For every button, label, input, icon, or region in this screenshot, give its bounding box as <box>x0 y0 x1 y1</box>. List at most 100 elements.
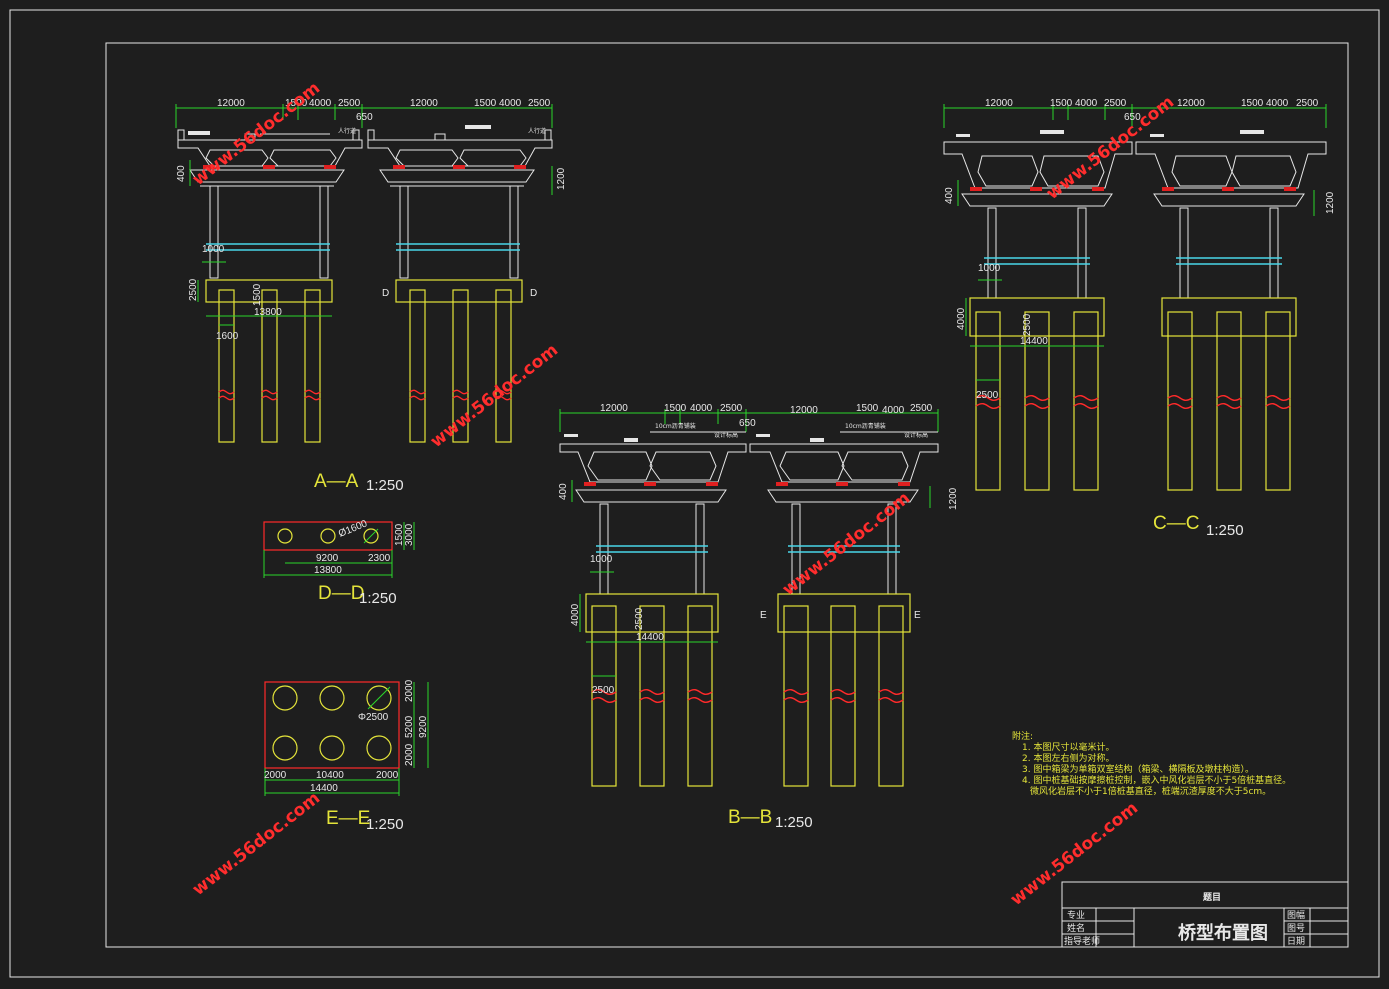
bb-dim-2500-r: 2500 <box>910 403 933 414</box>
cc-dim-400: 400 <box>944 187 955 204</box>
cc-dim-650: 650 <box>1124 112 1141 123</box>
dd-scale: 1:250 <box>359 590 397 607</box>
watermark-5: www.56doc.com <box>189 788 324 900</box>
notes-heading: 附注: <box>1012 730 1033 742</box>
watermark-2: www.56doc.com <box>427 340 562 452</box>
cc-dim-4000: 4000 <box>1075 98 1098 109</box>
section-cc: 12000 1500 4000 2500 12000 1500 4000 250… <box>943 98 1336 539</box>
tb-left-row-2: 姓名 <box>1067 922 1085 934</box>
cc-dim-1500: 1500 <box>1050 98 1073 109</box>
bb-note-label: 设计标高 <box>714 431 738 439</box>
bb-title: B—B <box>728 807 772 828</box>
bb-dim-12000-r: 12000 <box>790 405 818 416</box>
bb-dim-1500-r: 1500 <box>856 403 879 414</box>
cc-dim-12000: 12000 <box>985 98 1013 109</box>
tb-right-row-2: 图号 <box>1287 923 1305 934</box>
aa-dim-1200: 1200 <box>556 167 567 190</box>
ee-scale: 1:250 <box>366 816 404 833</box>
aa-dim-12000-r: 12000 <box>410 98 438 109</box>
cc-dim-4000-r: 4000 <box>1266 98 1289 109</box>
cc-dim-4000v: 4000 <box>956 307 967 330</box>
title-block-heading: 题目 <box>1202 892 1221 903</box>
watermark-6: www.56doc.com <box>1007 798 1142 910</box>
aa-dim-1500-r: 1500 <box>474 98 497 109</box>
ee-dim-2000b: 2000 <box>404 743 415 766</box>
cc-dim-2500p: 2500 <box>976 390 999 401</box>
bb-dim-400: 400 <box>558 483 569 500</box>
aa-dim-1000: 1000 <box>202 244 225 255</box>
tb-right-row-1: 图幅 <box>1287 909 1305 921</box>
aa-dim-650: 650 <box>356 112 373 123</box>
title-block: 题目 桥型布置图 专业 姓名 指导老师 图幅 图号 日期 <box>1061 881 1349 948</box>
cc-dim-1200: 1200 <box>1325 191 1336 214</box>
ee-dim-2000d: 2000 <box>376 770 399 781</box>
bb-dim-4000: 4000 <box>690 403 713 414</box>
dd-dim-13800: 13800 <box>314 565 342 576</box>
bb-marker-e-right: E <box>914 610 921 621</box>
aa-sidewalk-label: 人行道 <box>338 127 356 135</box>
note-1: 1. 本图尺寸以毫米计。 <box>1022 741 1114 753</box>
ee-dim-9200: 9200 <box>418 715 429 738</box>
bb-dim-2500v: 2500 <box>634 607 645 630</box>
dd-title: D—D <box>318 583 364 604</box>
bb-dim-2500p: 2500 <box>592 685 615 696</box>
drawing-name: 桥型布置图 <box>1178 922 1268 944</box>
aa-title: A—A <box>314 471 359 492</box>
aa-dim-1600: 1600 <box>216 331 239 342</box>
note-3: 3. 图中箱梁为单箱双室结构（箱梁、横隔板及墩柱构造）。 <box>1022 763 1254 775</box>
tb-right-row-3: 日期 <box>1287 936 1305 947</box>
bb-dim-4000v: 4000 <box>570 603 581 626</box>
bb-dim-2500: 2500 <box>720 403 743 414</box>
tb-left-row-3: 指导老师 <box>1064 935 1100 947</box>
bb-marker-e-left: E <box>760 610 767 621</box>
note-5: 微风化岩层不小于1倍桩基直径，桩端沉渣厚度不大于5cm。 <box>1030 785 1271 797</box>
inner-border <box>105 42 1349 948</box>
tb-left-row-1: 专业 <box>1067 909 1085 921</box>
dd-dim-3000: 3000 <box>404 523 415 546</box>
bb-dim-12000: 12000 <box>600 403 628 414</box>
bb-note-label-r: 设计标高 <box>904 431 928 439</box>
outer-border <box>9 9 1380 978</box>
section-bb: 12000 1500 4000 2500 12000 1500 4000 250… <box>558 403 959 831</box>
aa-dim-12000: 12000 <box>217 98 245 109</box>
section-dd: Ø1600 1500 3000 9200 2300 13800 D—D 1:25… <box>263 518 415 607</box>
bb-pave-label-r: 10cm沥青铺装 <box>845 422 886 430</box>
ee-dim-2000c: 2000 <box>264 770 287 781</box>
ee-dim-5200: 5200 <box>404 715 415 738</box>
aa-dim-4000-r: 4000 <box>499 98 522 109</box>
cc-dim-2500v: 2500 <box>1022 313 1033 336</box>
cc-title: C—C <box>1153 513 1199 534</box>
watermark-4: www.56doc.com <box>779 488 914 600</box>
dd-dim-9200: 9200 <box>316 553 339 564</box>
aa-dim-1500v: 1500 <box>252 283 263 306</box>
ee-dim-10400: 10400 <box>316 770 344 781</box>
cc-dim-12000-r: 12000 <box>1177 98 1205 109</box>
aa-marker-d-right: D <box>530 288 537 299</box>
aa-dim-400: 400 <box>176 165 187 182</box>
notes: 附注: 1. 本图尺寸以毫米计。 2. 本图左右侧为对称。 3. 图中箱梁为单箱… <box>1012 730 1291 797</box>
bb-dim-4000-r: 4000 <box>882 405 905 416</box>
ee-dim-2000a: 2000 <box>404 679 415 702</box>
dd-dim-2300: 2300 <box>368 553 391 564</box>
ee-title: E—E <box>326 808 370 829</box>
ee-dim-14400: 14400 <box>310 783 338 794</box>
aa-dim-13800: 13800 <box>254 307 282 318</box>
aa-sidewalk-label-r: 人行道 <box>528 127 546 135</box>
aa-dim-4000: 4000 <box>309 98 332 109</box>
bb-pave-label: 10cm沥青铺装 <box>655 422 696 430</box>
dd-dim-1500: 1500 <box>394 523 405 546</box>
ee-dim-dia: Φ2500 <box>358 712 389 723</box>
section-aa: 12000 1500 4000 2500 12000 1500 4000 250… <box>175 98 567 494</box>
cc-scale: 1:250 <box>1206 522 1244 539</box>
section-ee: Φ2500 2000 5200 2000 9200 2000 10400 200… <box>264 679 429 833</box>
aa-marker-d-left: D <box>382 288 389 299</box>
aa-dim-2500-r: 2500 <box>528 98 551 109</box>
bb-dim-1000: 1000 <box>590 554 613 565</box>
aa-dim-2500v: 2500 <box>188 278 199 301</box>
aa-dim-2500: 2500 <box>338 98 361 109</box>
cc-dim-2500-r: 2500 <box>1296 98 1319 109</box>
note-4: 4. 图中桩基础按摩擦桩控制，嵌入中风化岩层不小于5倍桩基直径。 <box>1022 774 1291 786</box>
cc-dim-2500: 2500 <box>1104 98 1127 109</box>
aa-dim-1500: 1500 <box>285 98 308 109</box>
bb-dim-650: 650 <box>739 418 756 429</box>
